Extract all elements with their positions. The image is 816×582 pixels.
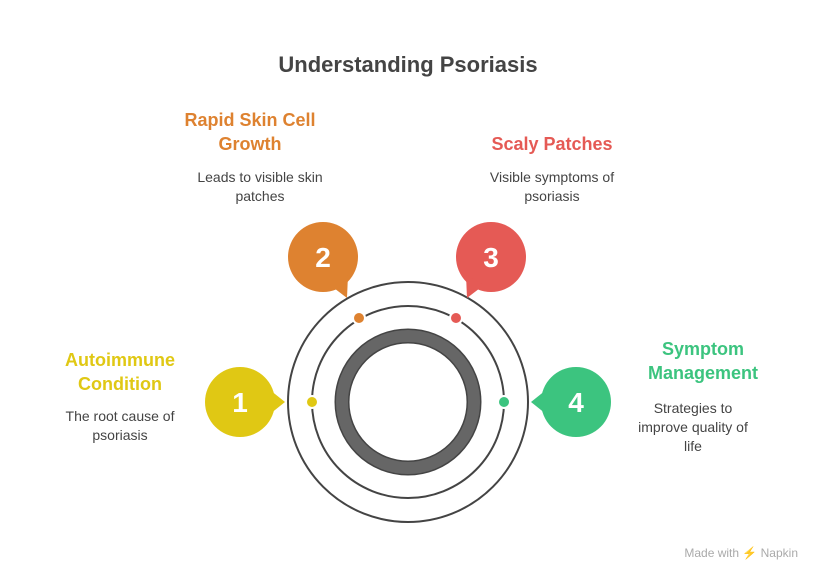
center-ring-fill [336, 330, 480, 474]
bubble-2: 2 [288, 222, 358, 298]
step-3-heading: Scaly Patches [491, 134, 613, 154]
svg-text:2: 2 [315, 242, 331, 273]
page-title: Understanding Psoriasis [278, 52, 538, 77]
svg-text:3: 3 [483, 242, 499, 273]
bubble-1: 1 [205, 367, 285, 437]
step-4-description: Strategies to improve quality of life [638, 400, 748, 454]
dot-3 [449, 311, 463, 325]
step-2-heading: Rapid Skin Cell Growth [184, 110, 316, 154]
step-4-heading: Symptom Management [647, 339, 759, 383]
svg-text:4: 4 [568, 387, 584, 418]
dot-4 [497, 395, 511, 409]
dot-1 [305, 395, 319, 409]
dot-2 [352, 311, 366, 325]
bubble-3: 3 [456, 222, 526, 298]
step-2-description: Leads to visible skin patches [197, 169, 323, 204]
outer-ring [287, 281, 529, 523]
step-1-description: The root cause of psoriasis [65, 408, 175, 443]
step-1-heading: Autoimmune Condition [65, 350, 175, 394]
napkin-footer: Made with ⚡ Napkin [684, 546, 798, 560]
bubble-4: 4 [531, 367, 611, 437]
step-3-description: Visible symptoms of psoriasis [489, 169, 615, 204]
svg-text:1: 1 [232, 387, 248, 418]
